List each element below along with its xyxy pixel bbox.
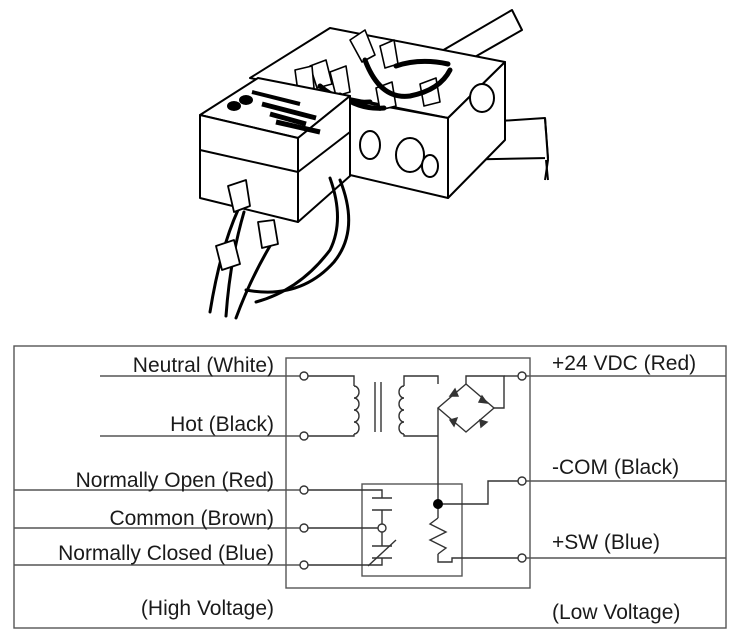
label-plus-sw: +SW (Blue) [552, 531, 660, 554]
relay-contacts-icon [308, 489, 397, 567]
right-labels: +24 VDC (Red) -COM (Black) +SW (Blue) (L… [552, 352, 696, 624]
junction-box-illustration [199, 9, 549, 320]
terminal-normally-open [299, 485, 309, 495]
label-hot: Hot (Black) [170, 413, 274, 436]
terminal-neutral [299, 371, 309, 381]
terminal-plus-24vdc [517, 371, 527, 381]
junction-node [433, 499, 443, 509]
terminal-plus-sw [517, 553, 527, 563]
transformer-icon [308, 375, 439, 437]
right-wires [522, 375, 726, 559]
left-wires [14, 375, 304, 566]
terminal-common [299, 523, 309, 533]
label-normally-open: Normally Open (Red) [76, 469, 274, 492]
wire-nut-icon [215, 179, 279, 271]
label-low-voltage: (Low Voltage) [552, 601, 680, 624]
label-plus-24vdc: +24 VDC (Red) [552, 352, 696, 375]
label-high-voltage: (High Voltage) [141, 597, 274, 620]
relay-coil-icon [428, 480, 518, 563]
label-com: -COM (Black) [552, 456, 679, 479]
terminal-hot [299, 431, 309, 441]
terminals [299, 371, 527, 570]
bridge-rectifier-icon [436, 375, 518, 504]
relay-module-icon [199, 77, 351, 223]
label-neutral: Neutral (White) [133, 354, 274, 377]
schematic-frame [13, 345, 727, 629]
label-normally-closed: Normally Closed (Blue) [58, 542, 274, 565]
terminal-normally-closed [299, 560, 309, 570]
terminal-com [517, 476, 527, 486]
left-labels: Neutral (White) Hot (Black) Normally Ope… [58, 354, 274, 620]
label-common: Common (Brown) [109, 507, 274, 530]
